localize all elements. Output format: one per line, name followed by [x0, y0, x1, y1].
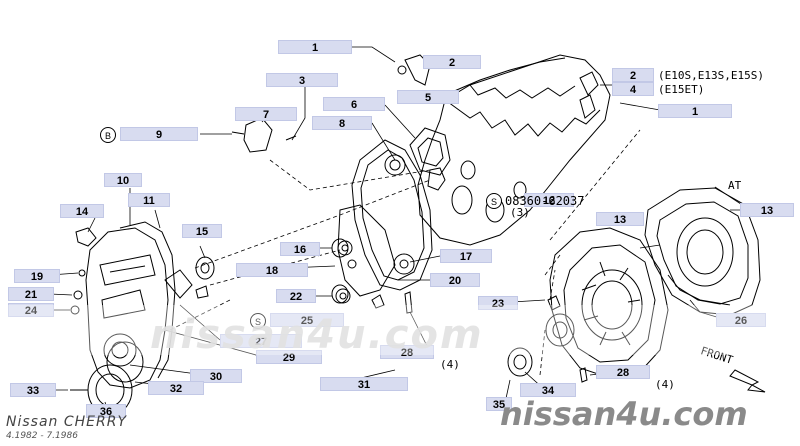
watermark-band	[0, 305, 800, 355]
s-symbol-partnumber: S	[486, 193, 502, 209]
callout-2[interactable]: 2	[423, 55, 481, 69]
callout-25[interactable]: 25	[270, 313, 344, 327]
callout-13b[interactable]: 13	[740, 203, 794, 217]
callout-2b[interactable]: 2	[612, 68, 654, 82]
timing-gasket	[409, 127, 451, 176]
callout-3[interactable]: 3	[266, 73, 338, 87]
front-timing-cover	[85, 221, 176, 389]
callout-33[interactable]: 33	[10, 383, 56, 397]
callout-30[interactable]: 30	[190, 369, 242, 383]
callout-35[interactable]: 35	[486, 397, 512, 411]
production-years: 4.1982 - 7.1986	[6, 431, 78, 441]
qty-note-1: (4)	[440, 358, 460, 371]
callout-16[interactable]: 16	[280, 242, 320, 256]
oil-seals	[507, 295, 588, 383]
callout-4[interactable]: 4	[612, 82, 654, 96]
callout-5[interactable]: 5	[397, 90, 459, 104]
watermark-corner: nissan4u.com	[500, 395, 748, 433]
dashed-lines	[169, 129, 641, 376]
callout-20[interactable]: 20	[430, 273, 480, 287]
callout-15[interactable]: 15	[182, 224, 222, 238]
brand-title: Nissan CHERRY	[6, 414, 128, 430]
callout-22[interactable]: 22	[276, 289, 316, 303]
callout-34[interactable]: 34	[520, 383, 576, 397]
callout-1b[interactable]: 1	[658, 104, 732, 118]
at-housing	[644, 187, 761, 316]
front-arrow	[729, 369, 766, 393]
callout-27[interactable]: 27	[220, 334, 302, 348]
b-symbol: B	[100, 127, 116, 143]
callout-28[interactable]: 28	[380, 345, 434, 359]
callout-28b[interactable]: 28	[596, 365, 650, 379]
part-qty-note: (3)	[510, 206, 530, 219]
at-label: AT	[728, 179, 742, 192]
variant-note-2: (E15ET)	[658, 83, 705, 96]
small-bracket-parts	[70, 227, 215, 315]
callout-8[interactable]: 8	[312, 116, 372, 130]
callout-14[interactable]: 14	[60, 204, 104, 218]
callout-26[interactable]: 26	[716, 313, 766, 327]
part-number-note: 08360-62037	[505, 194, 585, 208]
engine-block	[417, 54, 611, 246]
callout-21[interactable]: 21	[8, 287, 54, 301]
callout-32[interactable]: 32	[148, 381, 204, 395]
callout-1[interactable]: 1	[278, 40, 352, 54]
callout-10[interactable]: 10	[104, 173, 142, 187]
callout-31[interactable]: 31	[320, 377, 408, 391]
qty-note-2: (4)	[655, 378, 675, 391]
callout-17[interactable]: 17	[440, 249, 492, 263]
callout-18[interactable]: 18	[236, 263, 308, 277]
callout-19[interactable]: 19	[14, 269, 60, 283]
callout-24[interactable]: 24	[8, 303, 54, 317]
callout-36[interactable]: 36	[86, 404, 126, 418]
callout-29[interactable]: 29	[256, 350, 322, 364]
callout-12[interactable]: 12	[524, 193, 574, 207]
s-symbol: S	[250, 313, 266, 329]
callout-7[interactable]: 7	[235, 107, 297, 121]
callout-13[interactable]: 13	[596, 212, 644, 226]
callout-9[interactable]: 9	[120, 127, 198, 141]
watermark-center: nissan4u.com	[150, 312, 484, 358]
callout-23[interactable]: 23	[478, 296, 518, 310]
variant-note-1: (E10S,E13S,E15S)	[658, 69, 764, 82]
callout-6[interactable]: 6	[323, 97, 385, 111]
callout-11[interactable]: 11	[128, 193, 170, 207]
